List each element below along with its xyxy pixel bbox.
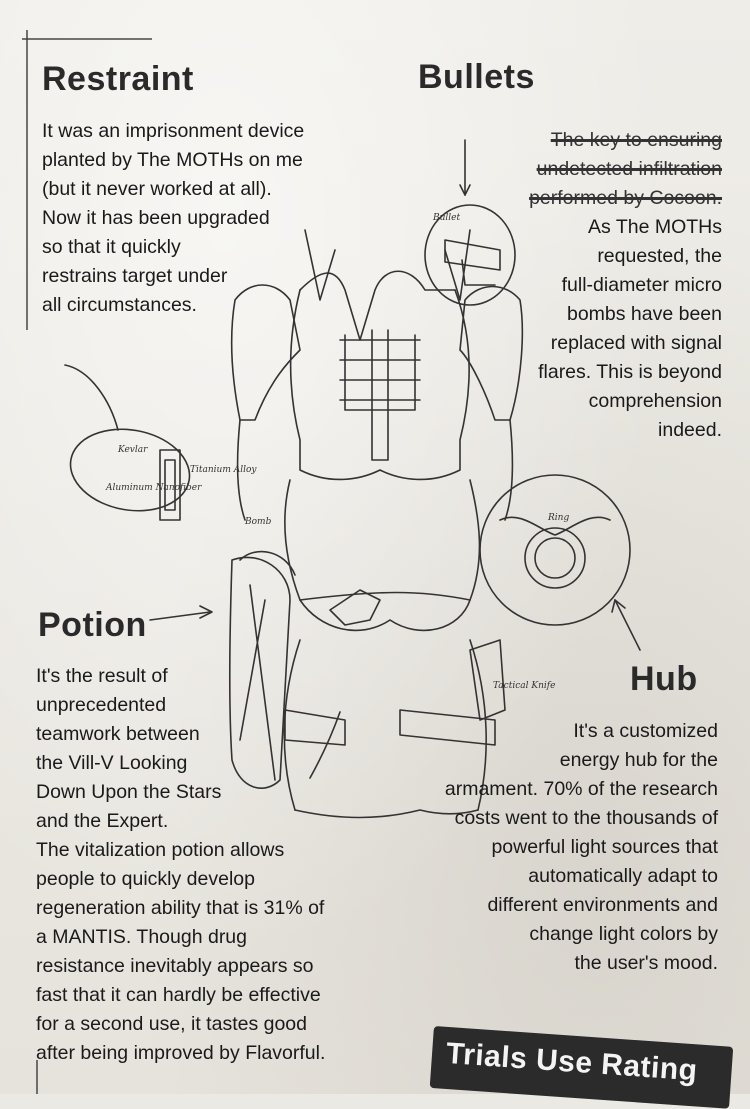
- text-line: regeneration ability that is 31% of: [36, 897, 325, 919]
- frame-line-left: [26, 30, 28, 330]
- hub-title: Hub: [630, 660, 698, 698]
- text-line: It's the result of: [36, 665, 168, 687]
- text-line: powerful light sources that: [491, 836, 718, 858]
- text-line: The vitalization potion allows: [36, 839, 285, 861]
- text-line: automatically adapt to: [528, 865, 718, 887]
- text-line: comprehension: [588, 390, 722, 412]
- text-line: As The MOTHs: [588, 216, 722, 238]
- note-titanium: Titanium Alloy: [190, 465, 257, 475]
- hub-text: It's a customized energy hub for the arm…: [378, 717, 718, 978]
- note-bullet: Bullet: [432, 213, 460, 223]
- text-line: replaced with signal: [550, 332, 722, 354]
- text-line: indeed.: [658, 419, 722, 441]
- text-line: all circumstances.: [42, 294, 197, 316]
- text-line: unprecedented: [36, 694, 167, 716]
- text-line: after being improved by Flavorful.: [36, 1042, 326, 1064]
- text-line: full-diameter micro: [561, 274, 722, 296]
- text-line: change light colors by: [529, 923, 718, 945]
- text-line: teamwork between: [36, 723, 200, 745]
- note-knife: Tactical Knife: [493, 681, 555, 691]
- text-line: people to quickly develop: [36, 868, 255, 890]
- text-line: a MANTIS. Though drug: [36, 926, 247, 948]
- note-ring: Ring: [547, 513, 569, 523]
- bullets-text: The key to ensuring undetected infiltrat…: [422, 126, 722, 445]
- text-line: Down Upon the Stars: [36, 781, 222, 803]
- text-line: Now it has been upgraded: [42, 207, 270, 229]
- text-line: energy hub for the: [559, 749, 718, 771]
- text-line: flares. This is beyond: [538, 361, 722, 383]
- text-line: fast that it can hardly be effective: [36, 984, 321, 1006]
- frame-line-left-bottom: [36, 1060, 38, 1094]
- text-line: the user's mood.: [574, 952, 718, 974]
- note-aluminum: Aluminum Nanofiber: [105, 483, 202, 493]
- restraint-text: It was an imprisonment device planted by…: [42, 117, 304, 320]
- text-line: It was an imprisonment device: [42, 120, 305, 142]
- text-line: requested, the: [597, 245, 722, 267]
- text-line: bombs have been: [566, 303, 722, 325]
- note-kevlar: Kevlar: [117, 445, 148, 455]
- struck-line: undetected infiltration: [536, 158, 722, 180]
- text-line: It's a customized: [573, 720, 718, 742]
- text-line: for a second use, it tastes good: [36, 1013, 308, 1035]
- frame-line-top: [22, 38, 152, 40]
- text-line: restrains target under: [42, 265, 228, 287]
- text-line: different environments and: [487, 894, 718, 916]
- text-line: resistance inevitably appears so: [36, 955, 314, 977]
- text-line: costs went to the thousands of: [454, 807, 718, 829]
- text-line: so that it quickly: [42, 236, 181, 258]
- bullets-title: Bullets: [418, 58, 535, 96]
- restraint-title: Restraint: [42, 60, 194, 98]
- potion-title: Potion: [38, 606, 147, 644]
- text-line: and the Expert.: [36, 810, 169, 832]
- note-bomb: Bomb: [244, 517, 272, 527]
- text-line: the Vill-V Looking: [36, 752, 188, 774]
- struck-line: The key to ensuring: [550, 129, 722, 151]
- text-line: planted by The MOTHs on me: [42, 149, 303, 171]
- struck-line: performed by Cocoon.: [529, 187, 722, 209]
- text-line: armament. 70% of the research: [444, 778, 718, 800]
- text-line: (but it never worked at all).: [42, 178, 272, 200]
- potion-text: It's the result of unprecedented teamwor…: [36, 662, 325, 1068]
